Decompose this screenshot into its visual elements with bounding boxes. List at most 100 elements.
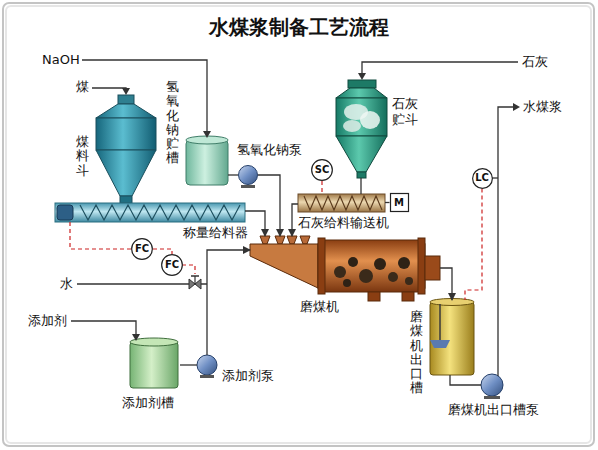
pipe-line <box>440 268 452 300</box>
signal-line <box>70 222 131 249</box>
naoh-feed-line <box>82 60 207 132</box>
hopper-body <box>96 118 156 150</box>
lime-hopper: 石灰贮斗 <box>336 80 387 178</box>
equipment-label: 煤料斗 <box>76 135 89 178</box>
signal-line <box>321 181 322 194</box>
arrow-head <box>122 88 130 95</box>
mill-chute <box>250 244 318 288</box>
stream-label: 煤 <box>76 80 89 95</box>
lime-cone <box>336 136 387 172</box>
naoh-pump <box>239 166 258 185</box>
instrument-tag: FC <box>165 259 179 271</box>
pipe-line <box>180 364 197 365</box>
instrument-tag: LC <box>475 172 489 184</box>
mill-drum <box>318 240 425 292</box>
mill-inlet <box>275 236 285 244</box>
conveyor-screw <box>304 196 382 210</box>
grinding-ball <box>398 257 410 269</box>
additive-tank-top <box>130 338 178 346</box>
arrow-head <box>358 73 366 80</box>
equipment-label: 添加剂槽 <box>122 396 174 411</box>
pipe-line <box>258 175 280 236</box>
instrument-circle <box>312 160 333 181</box>
valve <box>189 279 195 289</box>
lime-neck <box>357 172 366 178</box>
motor-box: M <box>390 193 409 212</box>
equipment-label: 磨煤机 <box>300 300 339 315</box>
valve <box>195 279 201 289</box>
pump-base <box>241 185 255 188</box>
mill-ring <box>418 238 425 294</box>
mill-inlet <box>300 236 310 244</box>
valve-stem <box>194 276 195 284</box>
frame <box>3 3 594 446</box>
pipe-line <box>450 375 481 385</box>
slurry-pump: 磨煤机出口槽泵 <box>481 374 503 396</box>
stream-label: 水 <box>60 277 73 292</box>
grinding-ball <box>388 272 398 282</box>
additive-tank: 添加剂槽 <box>128 338 180 390</box>
equipment-label: 石灰给料输送机 <box>298 216 389 231</box>
level-controller: LC <box>472 168 493 189</box>
motor-symbol <box>390 194 408 212</box>
water-line <box>77 283 207 284</box>
agitator-blade <box>430 340 450 348</box>
instrument-tag: FC <box>135 243 149 255</box>
naoh-tank: 氢氧化钠贮槽 <box>186 138 228 185</box>
instrument-tag: M <box>394 197 404 209</box>
mill-ring <box>318 238 325 294</box>
equipment-label: 氢氧化钠贮槽 <box>166 80 179 166</box>
diagram-title: 水煤浆制备工艺流程 <box>209 14 389 41</box>
pipe-line <box>245 211 265 236</box>
stream-label: 水煤浆 <box>523 100 562 115</box>
naoh-tank <box>186 140 228 185</box>
equipment-label: 称量给料器 <box>183 226 248 241</box>
hopper-cap <box>118 95 134 104</box>
grinding-ball <box>334 266 346 278</box>
frame-shadow <box>6 6 591 443</box>
mill-inlet <box>260 236 270 244</box>
feeder-motor <box>57 205 73 220</box>
stream-label: 石灰 <box>522 55 548 70</box>
grinding-ball <box>343 279 351 287</box>
additive-feed-line <box>71 321 136 335</box>
instrument-circle <box>132 239 153 260</box>
grinding-ball <box>405 277 413 285</box>
outlet-tank <box>430 302 474 375</box>
flow-controller: FC <box>131 238 153 260</box>
hopper-roof <box>96 104 156 118</box>
coal-mill: 磨煤机 <box>250 236 440 292</box>
lime-powder <box>360 111 380 129</box>
signal-line <box>153 249 172 254</box>
flow-controller: FC <box>161 254 183 276</box>
additive-pump: 添加剂泵 <box>197 355 217 375</box>
mill-inlet <box>287 236 297 244</box>
slurry-out-line <box>498 107 514 376</box>
hopper-neck <box>120 196 132 203</box>
coal-hopper: 煤料斗 <box>95 95 158 203</box>
mill-foot <box>402 292 414 301</box>
arrow-head <box>132 334 140 341</box>
lime-conveyor <box>298 194 385 212</box>
grinding-ball <box>359 269 373 283</box>
lime-powder <box>343 120 361 132</box>
instrument-tag: SC <box>315 164 330 176</box>
slurry-pump <box>481 374 503 396</box>
stream-label: NaOH <box>42 53 80 68</box>
pipe-line <box>228 174 238 175</box>
equipment-label: 磨煤机出口槽泵 <box>448 403 539 418</box>
pipe-line <box>385 202 390 203</box>
equipment-label: 石灰贮斗 <box>392 96 418 129</box>
additive-tank <box>130 342 178 388</box>
signal-line <box>465 189 482 301</box>
grinding-ball <box>348 257 358 267</box>
weigh-feeder: 称量给料器 <box>55 203 245 222</box>
mill-outlet-tank: 磨煤机出口槽 <box>430 300 474 375</box>
additive-pump <box>197 355 217 375</box>
lime-feed-line <box>362 62 518 74</box>
equipment-label: 添加剂泵 <box>222 369 274 384</box>
pump-base <box>484 396 500 399</box>
stream-label: 添加剂 <box>28 314 67 329</box>
